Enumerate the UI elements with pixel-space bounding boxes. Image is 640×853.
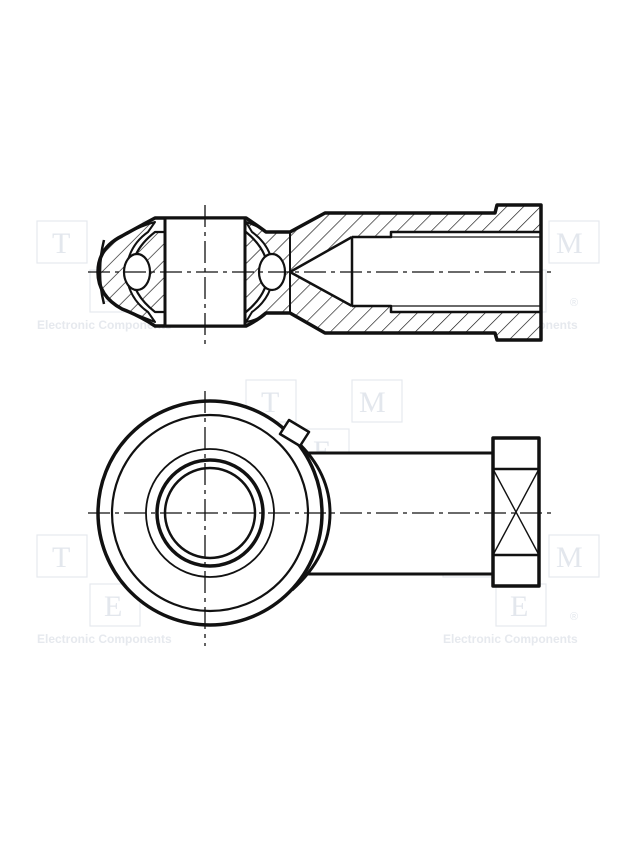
section-view xyxy=(88,203,556,346)
wm-letter-m: M xyxy=(556,541,583,574)
neck-curve xyxy=(290,435,332,592)
hex-cross-b xyxy=(492,468,540,556)
front-view xyxy=(88,391,556,646)
hex-nut xyxy=(491,436,541,588)
wm-letter-t: T xyxy=(52,227,70,260)
shank-hatch-upper xyxy=(290,205,541,272)
wm-letter-m: M xyxy=(359,386,386,419)
wm-letter-t: T xyxy=(261,386,279,419)
wm-letter-e: E xyxy=(104,590,122,623)
wm-caption: Electronic Components xyxy=(37,318,172,332)
wm-letter-e: E xyxy=(510,590,528,623)
wm-registered: ® xyxy=(570,297,578,309)
grease-nipple xyxy=(278,418,311,448)
wm-letter-m: M xyxy=(556,227,583,260)
wm-caption: Electronic Components xyxy=(443,632,578,646)
shank-hatch-lower xyxy=(290,272,541,340)
wm-registered: ® xyxy=(570,611,578,623)
wm-letter-t: T xyxy=(52,541,70,574)
wm-caption: Electronic Components xyxy=(37,632,172,646)
